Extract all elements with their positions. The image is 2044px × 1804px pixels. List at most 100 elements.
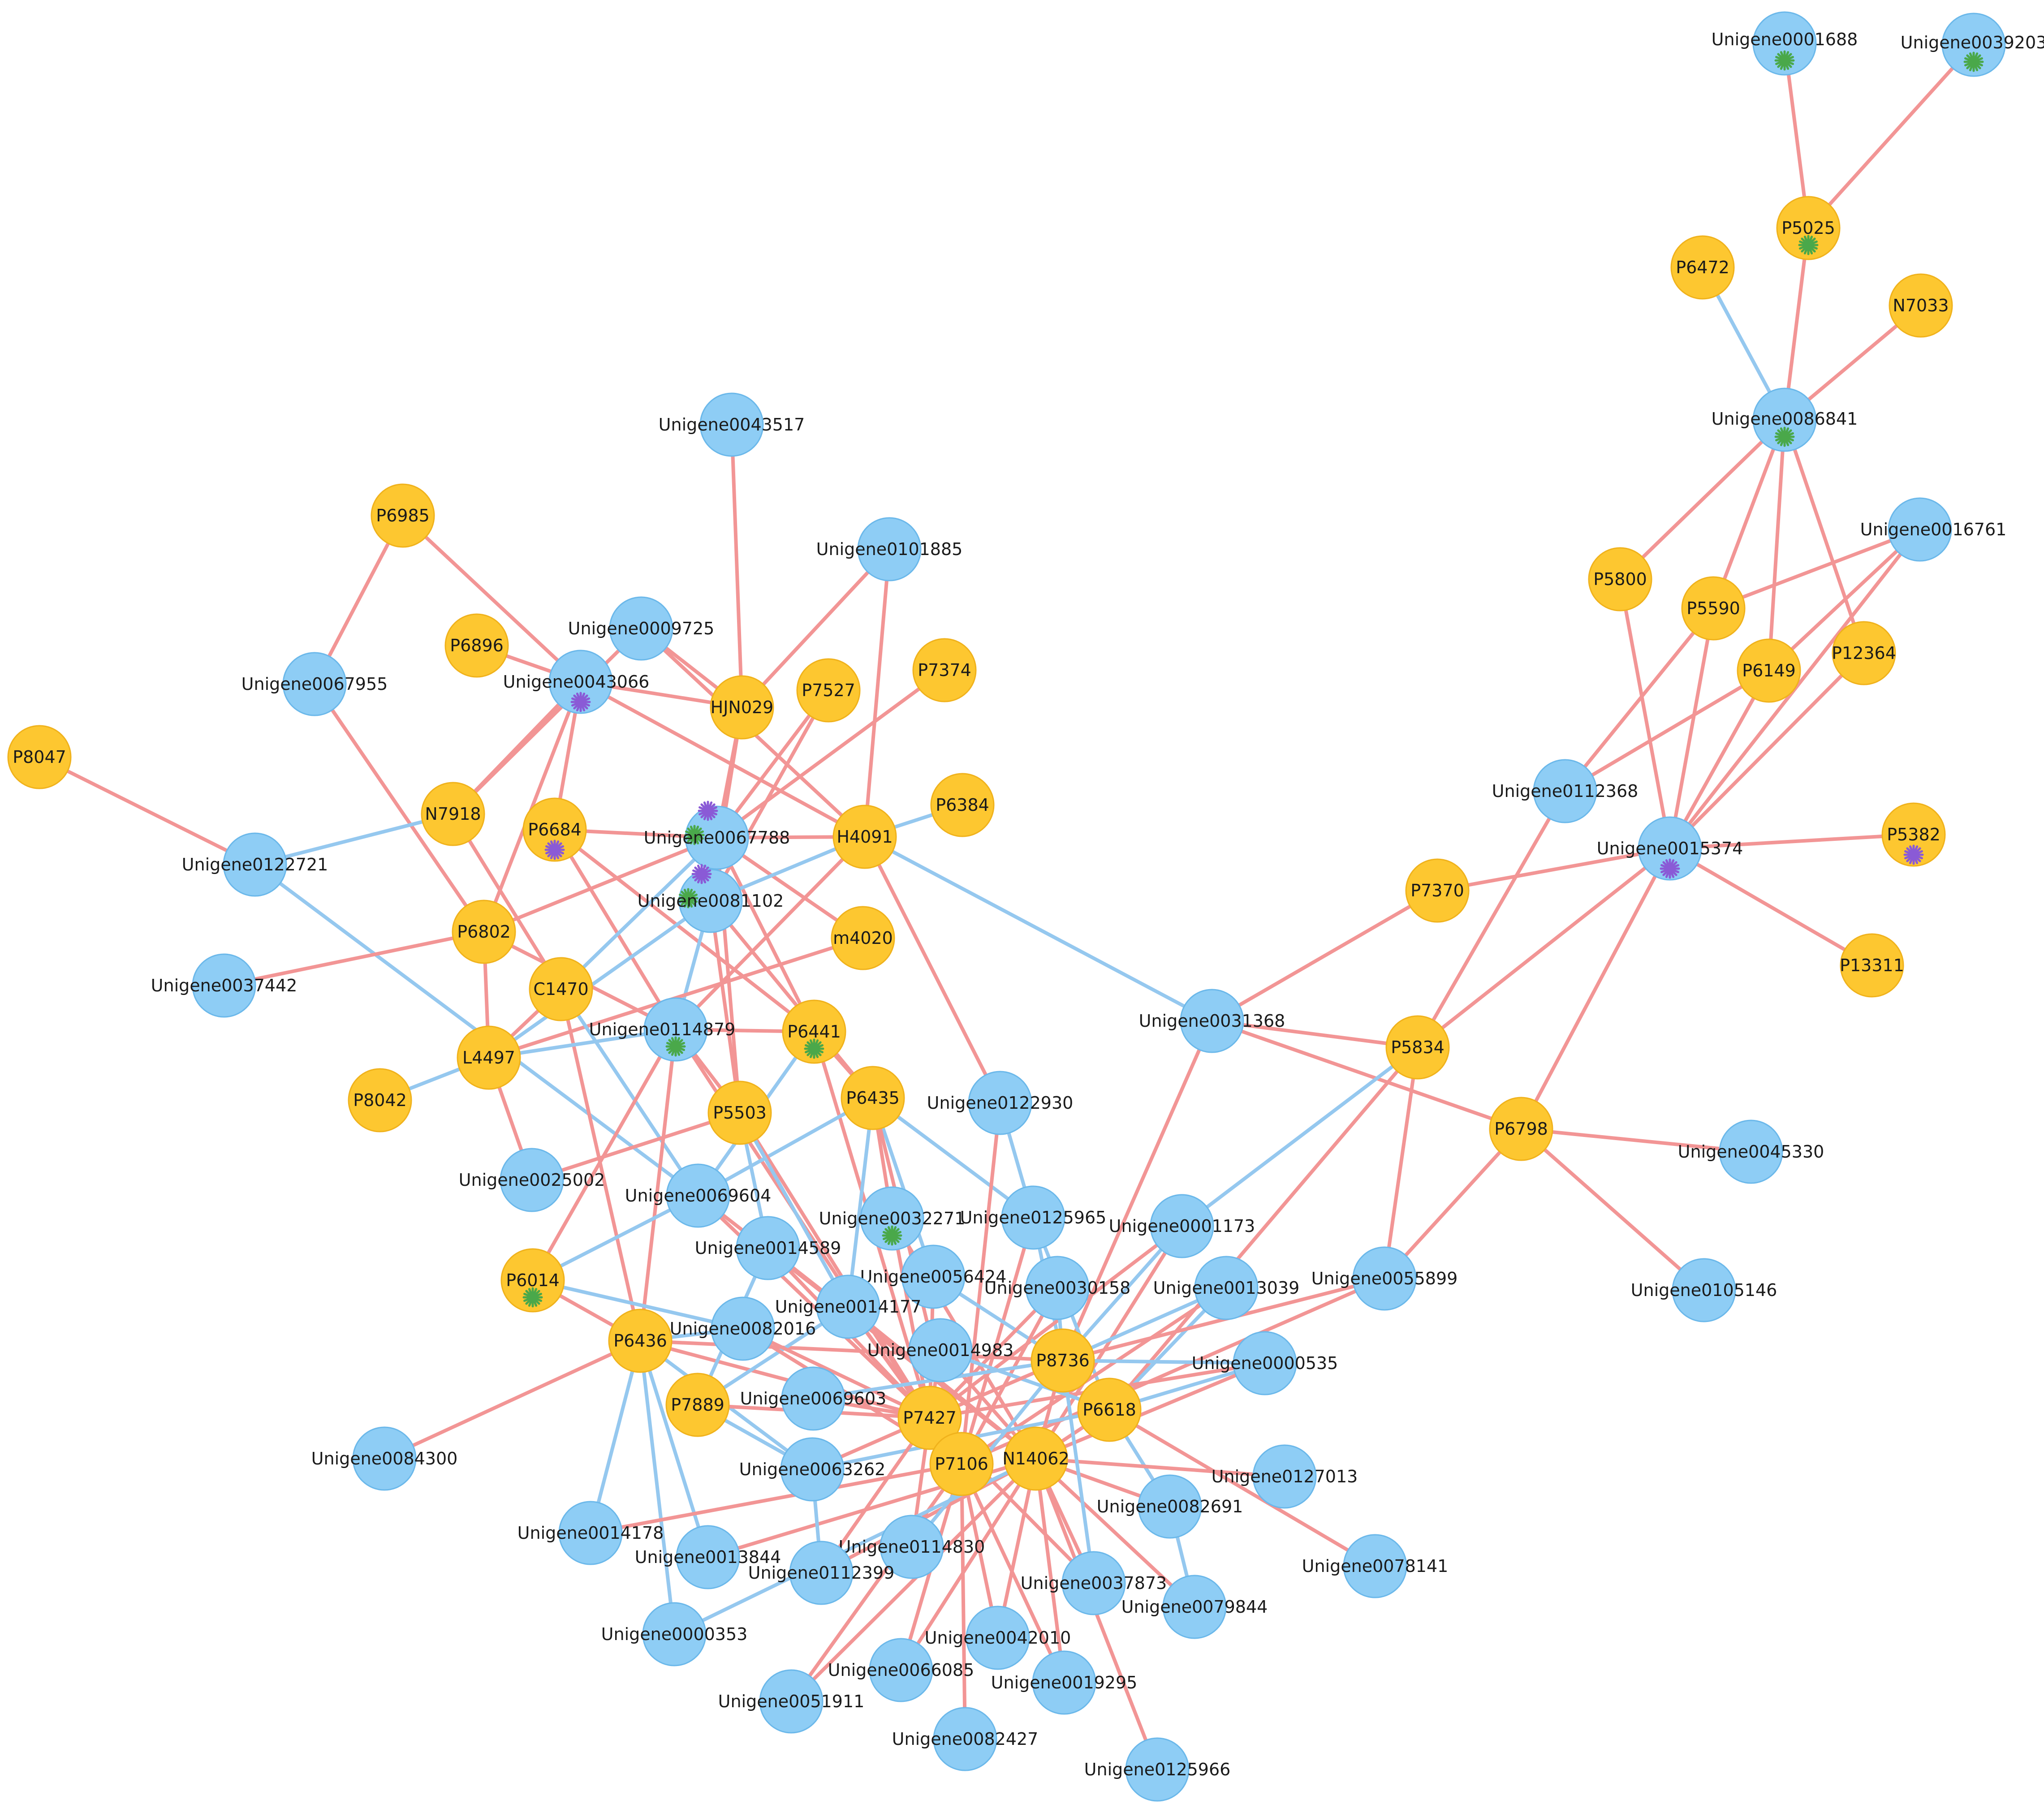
- gene-node-unigene0001173[interactable]: Unigene0001173: [1109, 1194, 1255, 1258]
- node-circle[interactable]: [1343, 1534, 1407, 1598]
- node-circle[interactable]: [1533, 759, 1597, 823]
- node-circle[interactable]: [789, 1541, 854, 1605]
- node-circle[interactable]: [1252, 1444, 1317, 1509]
- gene-node-unigene0079844[interactable]: Unigene0079844: [1121, 1575, 1268, 1639]
- node-circle[interactable]: [710, 675, 774, 740]
- gene-node-unigene0013039[interactable]: Unigene0013039: [1153, 1256, 1300, 1320]
- gene-node-unigene0043517[interactable]: Unigene0043517: [659, 392, 805, 457]
- gene-node-unigene0032271[interactable]: Unigene0032271: [819, 1186, 966, 1251]
- gene-node-unigene0082016[interactable]: Unigene0082016: [670, 1296, 816, 1361]
- gene-node-unigene0081102[interactable]: Unigene0081102: [638, 864, 784, 933]
- gene-node-unigene0056424[interactable]: Unigene0056424: [860, 1244, 1007, 1309]
- node-circle[interactable]: [282, 652, 347, 716]
- gene-node-unigene0067788[interactable]: Unigene0067788: [644, 801, 790, 870]
- gene-node-unigene0051911[interactable]: Unigene0051911: [718, 1669, 865, 1734]
- gene-node-unigene0043066[interactable]: Unigene0043066: [503, 650, 650, 714]
- node-circle[interactable]: [1180, 989, 1244, 1053]
- compound-node-p6384[interactable]: P6384: [930, 773, 995, 837]
- node-circle[interactable]: [968, 1071, 1032, 1135]
- compound-node-c1470[interactable]: C1470: [529, 957, 593, 1021]
- node-circle[interactable]: [371, 483, 435, 548]
- node-circle[interactable]: [1889, 273, 1953, 338]
- gene-node-unigene0127013[interactable]: Unigene0127013: [1212, 1444, 1358, 1509]
- gene-node-unigene0084300[interactable]: Unigene0084300: [311, 1426, 458, 1491]
- node-circle[interactable]: [1061, 1551, 1126, 1615]
- gene-node-unigene0009725[interactable]: Unigene0009725: [568, 596, 715, 661]
- node-circle[interactable]: [1489, 1097, 1553, 1161]
- node-circle[interactable]: [1672, 1258, 1736, 1322]
- node-circle[interactable]: [642, 1602, 707, 1666]
- compound-node-p5800[interactable]: P5800: [1588, 547, 1652, 611]
- gene-node-unigene0069604[interactable]: Unigene0069604: [625, 1163, 772, 1228]
- gene-node-unigene0000353[interactable]: Unigene0000353: [601, 1602, 748, 1666]
- gene-node-unigene0014178[interactable]: Unigene0014178: [517, 1501, 664, 1565]
- node-circle[interactable]: [929, 1432, 994, 1496]
- gene-node-unigene0045330[interactable]: Unigene0045330: [1678, 1119, 1824, 1184]
- node-circle[interactable]: [1125, 1737, 1190, 1802]
- gene-node-unigene0086841[interactable]: Unigene0086841: [1712, 387, 1858, 452]
- node-circle[interactable]: [676, 1525, 740, 1589]
- node-circle[interactable]: [1681, 576, 1746, 641]
- gene-node-unigene0016761[interactable]: Unigene0016761: [1860, 497, 2007, 562]
- node-circle[interactable]: [796, 658, 861, 723]
- node-circle[interactable]: [1077, 1378, 1142, 1442]
- compound-node-p6798[interactable]: P6798: [1489, 1097, 1553, 1161]
- compound-node-p7106[interactable]: P7106: [929, 1432, 994, 1496]
- compound-node-p7527[interactable]: P7527: [796, 658, 861, 723]
- node-circle[interactable]: [711, 1296, 775, 1361]
- compound-node-h4091[interactable]: H4091: [832, 805, 897, 869]
- compound-node-p7374[interactable]: P7374: [912, 638, 977, 702]
- compound-node-p6472[interactable]: P6472: [1670, 235, 1735, 300]
- gene-node-unigene0039203[interactable]: Unigene0039203: [1901, 13, 2044, 77]
- node-circle[interactable]: [665, 1373, 730, 1437]
- node-circle[interactable]: [223, 832, 287, 897]
- node-circle[interactable]: [966, 1606, 1030, 1670]
- node-circle[interactable]: [869, 1638, 933, 1702]
- gene-node-unigene0037873[interactable]: Unigene0037873: [1021, 1551, 1167, 1615]
- gene-node-unigene0114879[interactable]: Unigene0114879: [589, 997, 736, 1062]
- node-circle[interactable]: [857, 517, 922, 581]
- compound-node-p6014[interactable]: P6014: [500, 1248, 565, 1313]
- compound-node-p5503[interactable]: P5503: [707, 1081, 772, 1145]
- node-circle[interactable]: [500, 1248, 565, 1313]
- gene-node-unigene0105146[interactable]: Unigene0105146: [1631, 1258, 1777, 1322]
- node-circle[interactable]: [1881, 802, 1946, 867]
- node-circle[interactable]: [780, 1437, 845, 1502]
- compound-node-p6985[interactable]: P6985: [371, 483, 435, 548]
- compound-node-p6684[interactable]: P6684: [522, 797, 587, 862]
- gene-node-unigene0125966[interactable]: Unigene0125966: [1084, 1737, 1231, 1802]
- node-circle[interactable]: [192, 953, 256, 1018]
- compound-node-p6149[interactable]: P6149: [1737, 638, 1801, 703]
- gene-node-unigene0025002[interactable]: Unigene0025002: [459, 1148, 605, 1212]
- node-circle[interactable]: [1752, 11, 1817, 76]
- compound-node-p5834[interactable]: P5834: [1385, 1015, 1450, 1080]
- gene-node-unigene0063262[interactable]: Unigene0063262: [739, 1437, 886, 1502]
- gene-node-unigene0067955[interactable]: Unigene0067955: [241, 652, 388, 716]
- gene-node-unigene0082427[interactable]: Unigene0082427: [892, 1707, 1039, 1771]
- gene-node-unigene0112399[interactable]: Unigene0112399: [748, 1541, 895, 1605]
- node-circle[interactable]: [781, 1366, 845, 1431]
- compound-node-p5382[interactable]: P5382: [1881, 802, 1946, 867]
- compound-node-p12364[interactable]: P12364: [1832, 621, 1896, 685]
- node-circle[interactable]: [1670, 235, 1735, 300]
- gene-node-unigene0015374[interactable]: Unigene0015374: [1597, 816, 1743, 881]
- node-circle[interactable]: [782, 999, 846, 1064]
- gene-node-unigene0122721[interactable]: Unigene0122721: [182, 832, 328, 897]
- node-circle[interactable]: [832, 805, 897, 869]
- node-circle[interactable]: [816, 1274, 880, 1339]
- node-circle[interactable]: [444, 613, 509, 678]
- node-circle[interactable]: [352, 1426, 417, 1491]
- compound-node-p7889[interactable]: P7889: [665, 1373, 730, 1437]
- gene-node-unigene0030158[interactable]: Unigene0030158: [984, 1256, 1131, 1320]
- gene-node-unigene0082691[interactable]: Unigene0082691: [1097, 1474, 1243, 1539]
- compound-node-p7427[interactable]: P7427: [897, 1386, 962, 1450]
- node-circle[interactable]: [1888, 497, 1952, 562]
- node-circle[interactable]: [1138, 1474, 1202, 1539]
- compound-node-p6802[interactable]: P6802: [452, 900, 516, 964]
- node-circle[interactable]: [1150, 1194, 1214, 1258]
- node-circle[interactable]: [500, 1148, 564, 1212]
- gene-node-unigene0101885[interactable]: Unigene0101885: [816, 517, 963, 581]
- compound-node-p5590[interactable]: P5590: [1681, 576, 1746, 641]
- node-circle[interactable]: [831, 906, 895, 970]
- node-circle[interactable]: [1405, 858, 1470, 923]
